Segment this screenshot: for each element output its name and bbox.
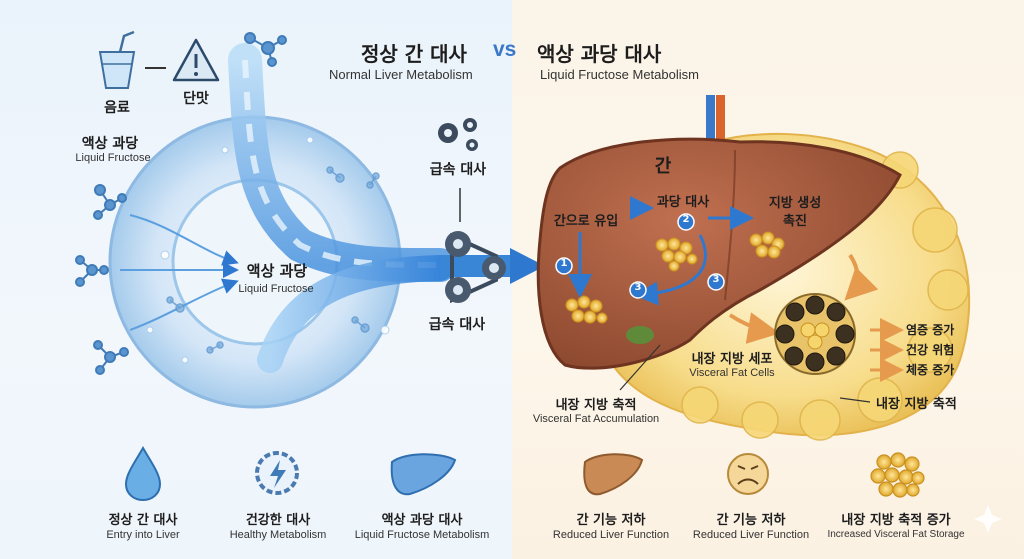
effect-health-risk: 건강 위험 (906, 343, 955, 357)
sugar-label: 단맛 (183, 91, 209, 107)
fat-droplet-cluster (749, 231, 785, 259)
bottom-4-kr: 간 기능 저하 (576, 513, 646, 528)
bottom-5-en: Reduced Liver Function (692, 529, 810, 541)
visceral-cell-en: Visceral Fat Cells (689, 367, 775, 379)
title-right-en: Liquid Fructose Metabolism (540, 67, 699, 82)
bottom-2-kr: 건강한 대사 (245, 513, 311, 528)
bottom-1-kr: 정상 간 대사 (108, 513, 178, 528)
step-badge (677, 213, 695, 231)
title-left-en: Normal Liver Metabolism (329, 67, 473, 82)
bottom-5-kr: 간 기능 저하 (716, 513, 786, 528)
fructose-stream-bottom (257, 255, 453, 373)
step-2-num: 2 (682, 214, 690, 225)
visceral-cell-kr: 내장 지방 세포 (691, 352, 773, 367)
drop-icon (124, 445, 162, 502)
title-right-kr: 액상 과당 대사 (537, 42, 662, 66)
rapid-metabolism-bottom: 급속 대사 (428, 317, 486, 333)
liquid-fructose-kr: 액상 과당 (81, 136, 139, 152)
warning-icon (172, 38, 220, 82)
fat-cluster-icon (870, 452, 925, 498)
liquid-fructose-en: Liquid Fructose (75, 152, 151, 164)
bottom-3-kr: 액상 과당 대사 (381, 513, 463, 528)
visceral-acc-kr: 내장 지방 축적 (555, 398, 637, 413)
liver-label: 간 (654, 156, 672, 177)
molecule-icon (93, 184, 127, 220)
molecule-icon (75, 255, 109, 287)
sparkle-icon (974, 505, 1002, 533)
fat-droplet-cluster (565, 295, 608, 324)
visceral-acc-en: Visceral Fat Accumulation (532, 413, 660, 425)
vessel-blue (706, 95, 715, 155)
molecule-icon (93, 340, 129, 375)
gear-chain-icon (445, 231, 506, 304)
fat-synthesis-line2: 촉진 (783, 214, 807, 229)
bottom-4-en: Reduced Liver Function (552, 529, 670, 541)
drink-label: 음료 (104, 100, 130, 116)
drink-cup-icon (98, 30, 136, 89)
liver-blue-icon (390, 453, 457, 496)
fat-droplet-cluster (655, 237, 698, 272)
vessel-orange (716, 95, 725, 155)
bottom-1-en: Entry into Liver (106, 529, 180, 541)
effect-weight-gain: 체중 증가 (906, 363, 955, 377)
bottom-6-kr: 내장 지방 축적 증가 (841, 513, 951, 528)
visceral-acc-right: 내장 지방 축적 (876, 397, 957, 412)
step-1-label: 간으로 유입 (553, 214, 619, 229)
step-badge (707, 273, 725, 291)
step-3b-num: 3 (712, 274, 720, 285)
gallbladder (626, 326, 654, 344)
center-fructose-kr: 액상 과당 (246, 262, 308, 280)
center-fructose-en: Liquid Fructose (238, 283, 314, 295)
step-3-num: 3 (634, 282, 642, 293)
molecule-icon (166, 166, 380, 354)
visceral-fat-cell (774, 293, 856, 375)
liver-brown-icon (583, 453, 644, 496)
molecule-icon (244, 32, 287, 67)
title-left-kr: 정상 간 대사 (361, 42, 467, 66)
rapid-metabolism-top: 급속 대사 (429, 162, 487, 178)
effect-inflammation: 염증 증가 (906, 323, 955, 337)
step-badge (629, 281, 647, 299)
sad-face-icon (727, 453, 769, 495)
bottom-3-en: Liquid Fructose Metabolism (354, 529, 490, 541)
title-vs: vs (493, 38, 517, 61)
liver-organ (536, 137, 902, 370)
step-1-num: 1 (560, 258, 568, 269)
gear-bolt-icon (255, 451, 299, 495)
fat-synthesis-line1: 지방 생성 (768, 196, 822, 211)
gears-icon (438, 118, 478, 151)
stream-arrowhead (510, 248, 545, 284)
step-badge (555, 257, 573, 275)
step-2-label: 과당 대사 (656, 195, 710, 210)
bottom-2-en: Healthy Metabolism (229, 529, 327, 541)
bottom-6-en: Increased Visceral Fat Storage (827, 529, 965, 540)
